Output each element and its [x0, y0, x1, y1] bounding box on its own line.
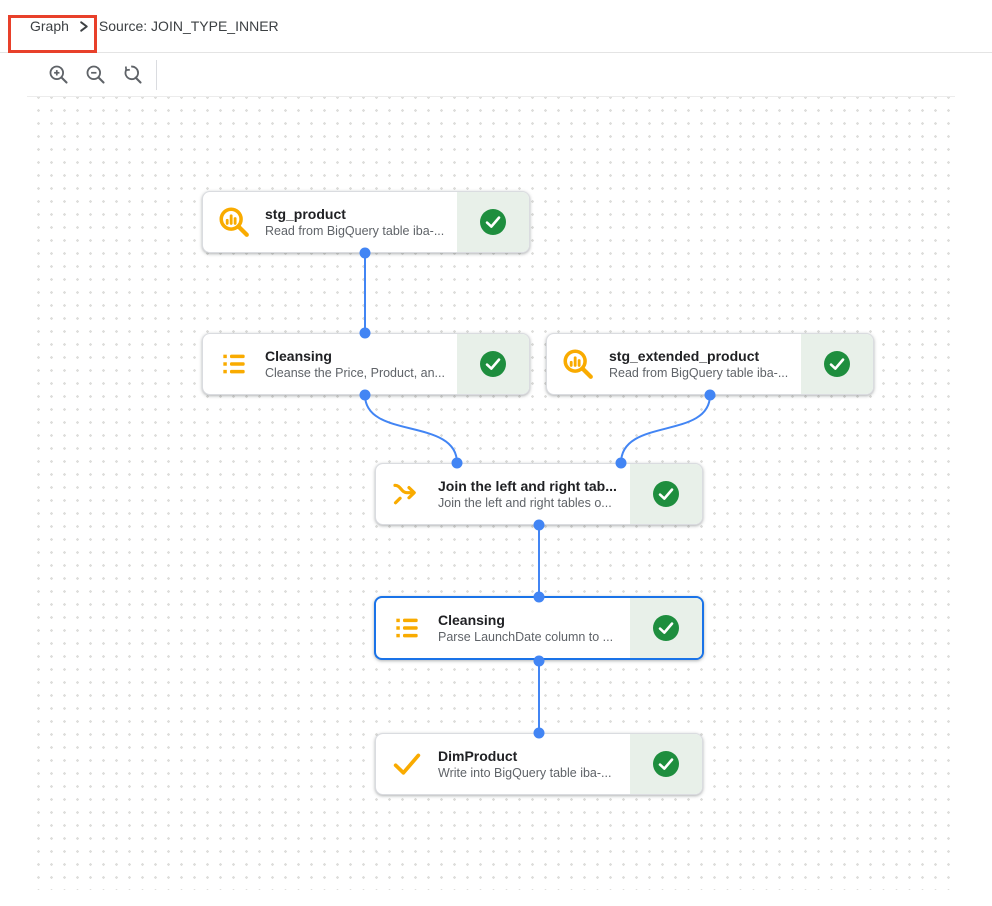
node-dimproduct[interactable]: DimProduct Write into BigQuery table iba…: [375, 733, 703, 795]
node-subtitle: Join the left and right tables o...: [438, 495, 612, 510]
zoom-in-icon: [49, 65, 68, 84]
success-check-icon: [480, 351, 506, 377]
node-subtitle: Write into BigQuery table iba-...: [438, 765, 612, 780]
success-check-icon: [653, 751, 679, 777]
zoom-reset-button[interactable]: [120, 63, 144, 87]
pipeline-canvas[interactable]: stg_product Read from BigQuery table iba…: [27, 96, 955, 890]
node-stg-product[interactable]: stg_product Read from BigQuery table iba…: [202, 191, 530, 253]
node-status-success: [630, 598, 702, 658]
node-subtitle: Parse LaunchDate column to ...: [438, 629, 614, 644]
sink-write-icon: [376, 734, 438, 794]
source-read-icon: [203, 192, 265, 252]
source-read-icon: [547, 334, 609, 394]
breadcrumb-item-graph[interactable]: Graph: [30, 18, 69, 34]
success-check-icon: [480, 209, 506, 235]
chevron-right-icon: [77, 20, 90, 33]
node-stg-extended-product[interactable]: stg_extended_product Read from BigQuery …: [546, 333, 874, 395]
success-check-icon: [653, 481, 679, 507]
node-subtitle: Read from BigQuery table iba-...: [265, 223, 445, 238]
zoom-out-button[interactable]: [83, 63, 107, 87]
zoom-out-icon: [86, 65, 105, 84]
toolbar-divider: [156, 59, 157, 90]
node-subtitle: Read from BigQuery table iba-...: [609, 365, 789, 380]
success-check-icon: [824, 351, 850, 377]
node-cleansing-1[interactable]: Cleansing Cleanse the Price, Product, an…: [202, 333, 530, 395]
breadcrumb-item-source: Source: JOIN_TYPE_INNER: [98, 18, 279, 34]
wrangle-list-icon: [203, 334, 265, 394]
node-subtitle: Cleanse the Price, Product, an...: [265, 365, 445, 380]
node-status-success: [801, 334, 873, 394]
join-icon: [376, 464, 438, 524]
node-title: stg_extended_product: [609, 347, 760, 364]
node-status-success: [457, 192, 529, 252]
node-status-success: [457, 334, 529, 394]
breadcrumb: Graph Source: JOIN_TYPE_INNER: [0, 0, 992, 53]
node-title: DimProduct: [438, 747, 518, 764]
node-title: Cleansing: [265, 347, 332, 364]
wrangle-list-icon: [376, 598, 438, 658]
node-status-success: [630, 464, 702, 524]
success-check-icon: [653, 615, 679, 641]
edge-stg_extended_product-join: [620, 394, 711, 464]
node-join[interactable]: Join the left and right tab... Join the …: [375, 463, 703, 525]
node-title: Join the left and right tab...: [438, 477, 617, 494]
node-status-success: [630, 734, 702, 794]
node-title: stg_product: [265, 205, 346, 222]
zoom-in-button[interactable]: [46, 63, 70, 87]
zoom-reset-icon: [124, 65, 142, 84]
node-title: Cleansing: [438, 611, 505, 628]
edge-cleansing_1-join: [364, 394, 458, 464]
node-cleansing-2[interactable]: Cleansing Parse LaunchDate column to ...: [374, 596, 704, 660]
graph-toolbar: [0, 54, 992, 95]
